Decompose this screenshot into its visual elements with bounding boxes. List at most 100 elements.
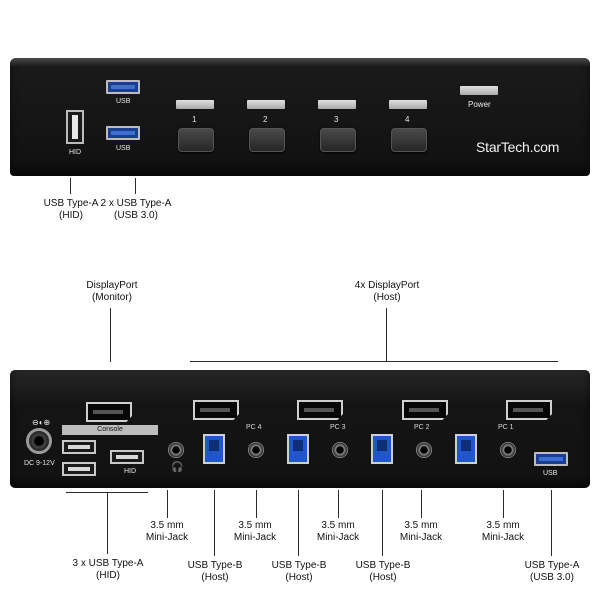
callout-mini-jack-pc3-line1: 3.5 mm <box>321 520 355 531</box>
rear-usb3-port <box>534 452 568 466</box>
pc3-label: PC 3 <box>330 424 346 431</box>
rear-hid-label: HID <box>124 468 137 475</box>
callout-mini-jack-console: 3.5 mm Mini-Jack <box>142 520 192 544</box>
front-usb3-port-top <box>106 80 140 94</box>
callout-rear-hid: 3 x USB Type-A (HID) <box>72 558 144 582</box>
callout-mini-jack-pc1: 3.5 mm Mini-Jack <box>478 520 528 544</box>
callout-front-usb3: 2 x USB Type-A (USB 3.0) <box>97 198 175 222</box>
callout-rear-usba-line1: USB Type-A <box>524 560 580 571</box>
button-number-4: 4 <box>405 115 410 124</box>
callout-mini-jack-console-line1: 3.5 mm <box>150 520 184 531</box>
mini-jack-pc3 <box>332 442 348 458</box>
callout-rear-usba: USB Type-A (USB 3.0) <box>522 560 582 584</box>
front-panel-rim <box>10 58 590 66</box>
dp-host-port-pc1 <box>506 400 552 420</box>
callout-rear-hid-line1: 3 x USB Type-A <box>72 558 144 569</box>
callout-front-hid-line2: (HID) <box>59 210 83 221</box>
dc-polarity-icon: ⊖◐⊕ <box>32 418 51 427</box>
front-hid-label: HID <box>69 149 82 156</box>
callout-dp-monitor-line1: DisplayPort <box>86 280 138 291</box>
usbb-port-pc2 <box>371 434 393 464</box>
callout-line-mini-jack-pc4 <box>256 490 257 518</box>
callout-dp-host-line1: 4x DisplayPort <box>354 280 420 291</box>
callout-usbb-pc4: USB Type-B (Host) <box>186 560 244 584</box>
callout-usbb-pc2: USB Type-B (Host) <box>354 560 412 584</box>
callout-dp-monitor-line2: (Monitor) <box>91 292 132 303</box>
callout-line-dp-monitor <box>110 308 111 362</box>
pc2-label: PC 2 <box>414 424 430 431</box>
port-3-select-button[interactable] <box>320 128 356 152</box>
pc1-label: PC 1 <box>498 424 514 431</box>
port-2-led <box>247 100 285 109</box>
rear-hid-usb-port-2 <box>62 462 96 476</box>
callout-mini-jack-pc4: 3.5 mm Mini-Jack <box>230 520 280 544</box>
headphone-icon: 🎧 <box>171 462 184 473</box>
callout-mini-jack-pc1-line1: 3.5 mm <box>486 520 520 531</box>
callout-front-usb3-line2: (USB 3.0) <box>114 210 158 221</box>
rear-hid-usb-port-3 <box>110 450 144 464</box>
callout-mini-jack-pc3-line2: Mini-Jack <box>316 532 360 543</box>
port-3-led <box>318 100 356 109</box>
console-mini-jack <box>168 442 184 458</box>
callout-usbb-pc2-line1: USB Type-B <box>355 560 411 571</box>
button-number-2: 2 <box>263 115 268 124</box>
callout-line-rear-hid <box>107 492 108 554</box>
mini-jack-pc4 <box>248 442 264 458</box>
rear-hid-usb-port-1 <box>62 440 96 454</box>
console-label: Console <box>62 425 158 435</box>
callout-usbb-pc3: USB Type-B (Host) <box>270 560 328 584</box>
callout-line-dp-host <box>386 308 387 362</box>
callout-front-hid: USB Type-A (HID) <box>40 198 102 222</box>
callout-mini-jack-pc3: 3.5 mm Mini-Jack <box>313 520 363 544</box>
callout-line-usbb-pc3 <box>298 490 299 556</box>
usbb-port-pc4 <box>203 434 225 464</box>
dc-power-jack <box>26 428 52 454</box>
callout-usbb-pc3-line1: USB Type-B <box>271 560 327 571</box>
callout-mini-jack-pc2-line2: Mini-Jack <box>399 532 443 543</box>
pc4-label: PC 4 <box>246 424 262 431</box>
button-number-3: 3 <box>334 115 339 124</box>
dc-label: DC 9-12V <box>24 460 55 467</box>
port-2-select-button[interactable] <box>249 128 285 152</box>
usbb-port-pc3 <box>287 434 309 464</box>
callout-line-mini-jack-pc2 <box>421 490 422 518</box>
port-4-led <box>389 100 427 109</box>
callout-dp-host-line2: (Host) <box>373 292 401 303</box>
callout-line-mini-jack-console <box>167 490 168 518</box>
brand-logo: StarTech.com <box>476 139 560 155</box>
callout-mini-jack-pc2: 3.5 mm Mini-Jack <box>396 520 446 544</box>
callout-rear-hid-line2: (HID) <box>96 570 120 581</box>
callout-usbb-pc2-line2: (Host) <box>369 572 397 583</box>
callout-line-front-hid <box>70 178 71 194</box>
callout-rear-usba-line2: (USB 3.0) <box>530 572 574 583</box>
front-usb-label-top: USB <box>116 98 131 105</box>
callout-usbb-pc4-line2: (Host) <box>201 572 229 583</box>
callout-line-rear-usba <box>551 490 552 556</box>
dp-monitor-port <box>86 402 132 422</box>
port-4-select-button[interactable] <box>391 128 427 152</box>
front-usb3-port-bottom <box>106 126 140 140</box>
callout-dp-monitor: DisplayPort (Monitor) <box>80 280 144 304</box>
callout-line-usbb-pc2 <box>382 490 383 556</box>
front-panel: USB USB HID 1 2 3 4 Power StarTech.com <box>10 58 590 176</box>
mini-jack-pc1 <box>500 442 516 458</box>
callout-line-mini-jack-pc3 <box>338 490 339 518</box>
power-led <box>460 86 498 95</box>
callout-front-usb3-line1: 2 x USB Type-A <box>100 198 172 209</box>
front-usb-label-bottom: USB <box>116 145 131 152</box>
dp-host-port-pc4 <box>193 400 239 420</box>
callout-line-front-usb3 <box>135 178 136 194</box>
rear-usb-label: USB <box>543 470 558 477</box>
bracket-dp-host <box>190 361 558 362</box>
port-1-select-button[interactable] <box>178 128 214 152</box>
button-number-1: 1 <box>192 115 197 124</box>
callout-line-usbb-pc4 <box>214 490 215 556</box>
callout-front-hid-line1: USB Type-A <box>43 198 99 209</box>
callout-mini-jack-pc2-line1: 3.5 mm <box>404 520 438 531</box>
dp-host-port-pc3 <box>297 400 343 420</box>
callout-line-mini-jack-pc1 <box>503 490 504 518</box>
callout-mini-jack-pc4-line2: Mini-Jack <box>233 532 277 543</box>
power-label: Power <box>468 100 491 109</box>
callout-usbb-pc3-line2: (Host) <box>285 572 313 583</box>
usbb-port-pc1 <box>455 434 477 464</box>
